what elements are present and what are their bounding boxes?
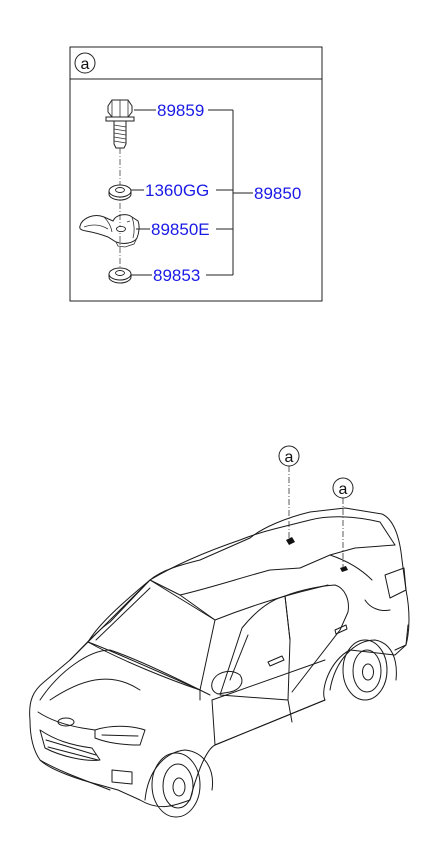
washer-part-upper: [108, 184, 132, 201]
washer-part-lower: [108, 267, 132, 284]
part-number-label: 89853: [153, 266, 200, 285]
part-number-label: 89850E: [151, 220, 210, 239]
detail-callout-letter: a: [81, 56, 90, 73]
car-callout-front: a: [278, 445, 300, 467]
detail-box: a: [69, 46, 323, 302]
assembly-number-label: 89850: [254, 184, 301, 203]
leader-lines: [131, 109, 253, 276]
part-number-label: 1360GG: [145, 181, 209, 200]
detail-callout: a: [74, 52, 96, 74]
car-illustration: a a: [29, 445, 410, 818]
part-number-label: 89859: [157, 101, 204, 120]
car-callout-letter: a: [285, 449, 294, 466]
car-callout-rear: a: [332, 477, 354, 499]
bolt-part: [105, 99, 135, 149]
car-callout-letter: a: [339, 481, 348, 498]
bracket-part: [79, 214, 140, 248]
antenna-mount-front: [286, 537, 295, 545]
antenna-mount-rear: [340, 566, 348, 572]
